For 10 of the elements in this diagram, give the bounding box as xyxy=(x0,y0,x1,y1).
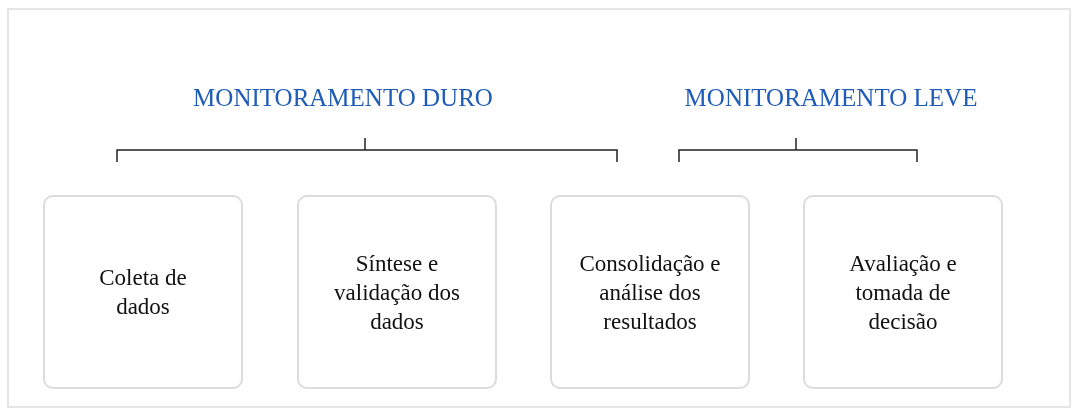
step-text: Síntese e validação dos dados xyxy=(333,249,461,336)
process-box xyxy=(297,195,497,389)
step-text: Coleta de dados xyxy=(98,264,188,321)
group-heading: MONITORAMENTO DURO xyxy=(193,84,493,112)
step-text: Avaliação e tomada de decisão xyxy=(848,249,958,336)
process-box xyxy=(43,195,243,389)
process-box xyxy=(550,195,750,389)
process-box xyxy=(803,195,1003,389)
step-text: Consolidação e análise dos resultados xyxy=(578,249,722,336)
group-heading: MONITORAMENTO LEVE xyxy=(684,84,978,112)
